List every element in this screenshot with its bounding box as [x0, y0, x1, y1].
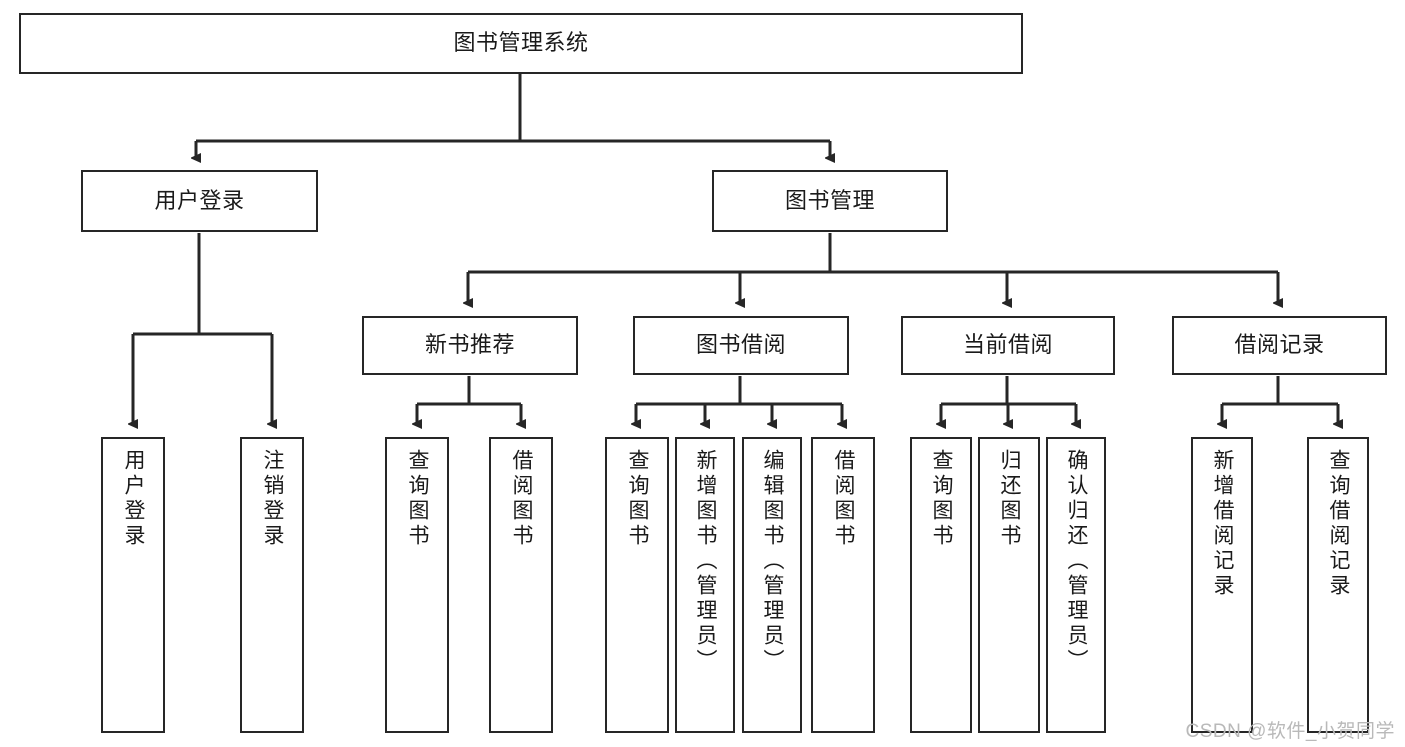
- edges-bookborrow-to-leaves: [636, 376, 842, 424]
- edges-bookmgmt-to-level3: [468, 233, 1278, 303]
- node-leaf-user-login[interactable]: 用户登录: [101, 437, 165, 733]
- node-label-leaf-return-book: 归还图书: [998, 449, 1022, 549]
- node-leaf-return-book[interactable]: 归还图书: [978, 437, 1040, 733]
- edges-newbook-to-leaves: [417, 376, 521, 424]
- edges-root-to-level2: [196, 74, 830, 158]
- node-label-book-management: 图书管理: [784, 187, 875, 213]
- edges-userlogin-to-leaves: [133, 233, 272, 424]
- node-leaf-add-book[interactable]: 新增图书（管理员）: [675, 437, 735, 733]
- node-label-leaf-borrow-book-2: 借阅图书: [832, 449, 856, 549]
- node-user-login[interactable]: 用户登录: [81, 170, 318, 232]
- node-leaf-query-book-1[interactable]: 查询图书: [385, 437, 449, 733]
- node-label-borrow-record: 借阅记录: [1234, 332, 1325, 358]
- node-label-leaf-query-book-3: 查询图书: [930, 449, 954, 549]
- node-label-root: 图书管理系统: [453, 30, 589, 56]
- node-label-leaf-confirm-return: 确认归还（管理员）: [1065, 449, 1089, 674]
- node-current-borrow[interactable]: 当前借阅: [901, 316, 1115, 375]
- node-borrow-record[interactable]: 借阅记录: [1172, 316, 1387, 375]
- node-label-new-book-recommend: 新书推荐: [424, 332, 515, 358]
- node-leaf-logout[interactable]: 注销登录: [240, 437, 304, 733]
- node-book-borrow[interactable]: 图书借阅: [633, 316, 849, 375]
- node-leaf-query-record[interactable]: 查询借阅记录: [1307, 437, 1369, 733]
- node-label-leaf-user-login: 用户登录: [122, 449, 146, 549]
- node-new-book-recommend[interactable]: 新书推荐: [362, 316, 578, 375]
- edges-borrowrecord-to-leaves: [1222, 376, 1338, 424]
- node-label-leaf-edit-book: 编辑图书（管理员）: [761, 449, 785, 674]
- node-leaf-borrow-book-1[interactable]: 借阅图书: [489, 437, 553, 733]
- edges-currentborrow-to-leaves: [941, 376, 1076, 424]
- node-label-leaf-logout: 注销登录: [261, 449, 285, 549]
- node-label-leaf-query-book-1: 查询图书: [406, 449, 430, 549]
- node-leaf-confirm-return[interactable]: 确认归还（管理员）: [1046, 437, 1106, 733]
- node-leaf-add-record[interactable]: 新增借阅记录: [1191, 437, 1253, 733]
- node-leaf-edit-book[interactable]: 编辑图书（管理员）: [742, 437, 802, 733]
- node-label-leaf-add-record: 新增借阅记录: [1211, 449, 1235, 599]
- node-leaf-borrow-book-2[interactable]: 借阅图书: [811, 437, 875, 733]
- node-leaf-query-book-2[interactable]: 查询图书: [605, 437, 669, 733]
- node-leaf-query-book-3[interactable]: 查询图书: [910, 437, 972, 733]
- node-root-book-management-system[interactable]: 图书管理系统: [19, 13, 1023, 74]
- csdn-watermark: CSDN @软件_小贺同学: [1185, 721, 1395, 742]
- node-book-management[interactable]: 图书管理: [712, 170, 948, 232]
- node-label-leaf-borrow-book-1: 借阅图书: [510, 449, 534, 549]
- node-label-leaf-add-book: 新增图书（管理员）: [694, 449, 718, 674]
- node-label-book-borrow: 图书借阅: [695, 332, 786, 358]
- node-label-user-login: 用户登录: [154, 187, 245, 213]
- node-label-leaf-query-book-2: 查询图书: [626, 449, 650, 549]
- node-label-leaf-query-record: 查询借阅记录: [1327, 449, 1351, 599]
- node-label-current-borrow: 当前借阅: [962, 332, 1053, 358]
